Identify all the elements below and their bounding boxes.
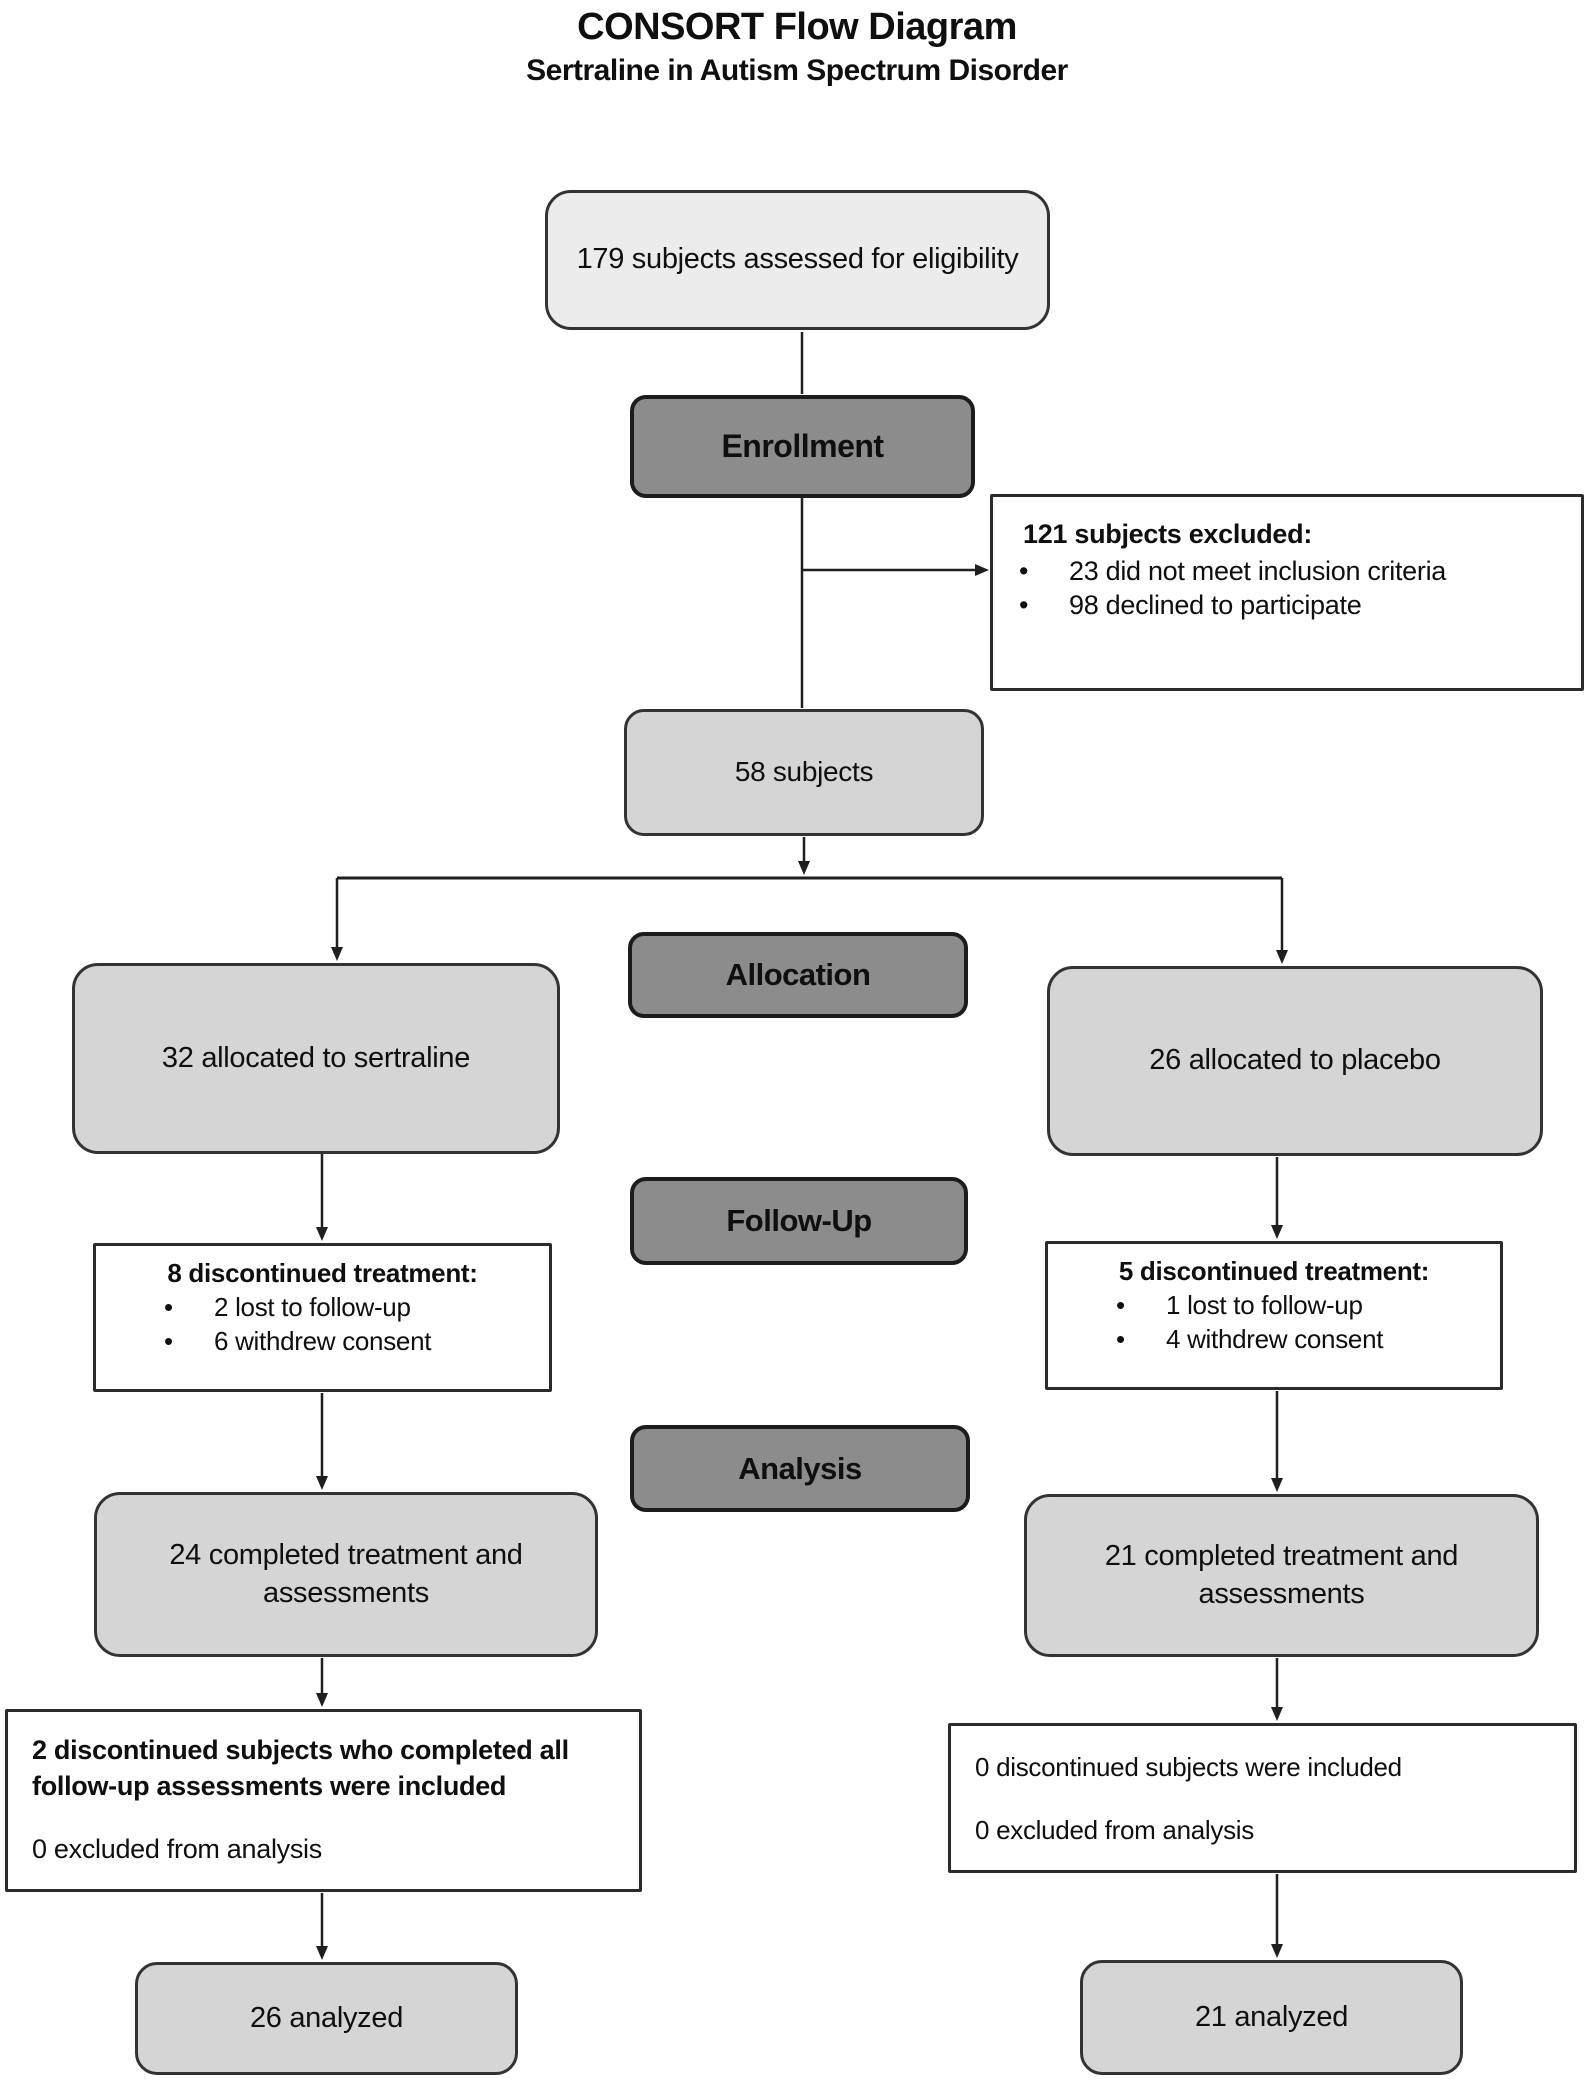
discontinued-sertraline-box: 8 discontinued treatment: • 2 lost to fo… bbox=[93, 1243, 552, 1392]
allocation-header: Allocation bbox=[628, 932, 968, 1018]
followup-label: Follow-Up bbox=[726, 1203, 872, 1238]
discontinued-sertraline-bullet-2: 6 withdrew consent bbox=[214, 1326, 432, 1356]
bullet-icon: • bbox=[1116, 1324, 1125, 1354]
analyzed-placebo-text: 21 analyzed bbox=[1194, 2000, 1349, 2033]
discontinued-placebo-bullet-2: 4 withdrew consent bbox=[1166, 1324, 1384, 1354]
included-sertraline-line1: 2 discontinued subjects who completed al… bbox=[32, 1735, 569, 1802]
diagram-subtitle: Sertraline in Autism Spectrum Disorder bbox=[526, 54, 1068, 87]
eligibility-text: 179 subjects assessed for eligibility bbox=[576, 243, 1019, 276]
discontinued-bullet-item: • 6 withdrew consent bbox=[164, 1326, 549, 1357]
discontinued-placebo-heading: 5 discontinued treatment: bbox=[1118, 1256, 1430, 1286]
allocated-placebo-box: 26 allocated to placebo bbox=[1047, 966, 1543, 1156]
included-sertraline-line2: 0 excluded from analysis bbox=[32, 1833, 322, 1864]
excluded-box: 121 subjects excluded: • 23 did not meet… bbox=[990, 494, 1584, 691]
analyzed-placebo-box: 21 analyzed bbox=[1080, 1960, 1463, 2075]
bullet-icon: • bbox=[1116, 1290, 1125, 1320]
discontinued-sertraline-bullet-1: 2 lost to follow-up bbox=[214, 1292, 411, 1322]
discontinued-sertraline-heading: 8 discontinued treatment: bbox=[167, 1258, 478, 1288]
diagram-title: CONSORT Flow Diagram bbox=[577, 6, 1017, 48]
bullet-icon: • bbox=[164, 1292, 173, 1322]
discontinued-bullet-item: • 1 lost to follow-up bbox=[1116, 1290, 1500, 1321]
bullet-icon: • bbox=[1019, 556, 1029, 586]
allocated-placebo-text: 26 allocated to placebo bbox=[1149, 1044, 1441, 1077]
followup-header: Follow-Up bbox=[630, 1177, 968, 1265]
analysis-header: Analysis bbox=[630, 1425, 970, 1512]
included-placebo-box: 0 discontinued subjects were included 0 … bbox=[948, 1723, 1577, 1873]
discontinued-bullet-item: • 2 lost to follow-up bbox=[164, 1292, 549, 1323]
enrolled-box: 58 subjects bbox=[624, 709, 984, 836]
analyzed-sertraline-text: 26 analyzed bbox=[249, 2001, 404, 2034]
included-placebo-line1: 0 discontinued subjects were included bbox=[975, 1752, 1402, 1782]
completed-placebo-text: 21 completed treatment and assessments bbox=[1104, 1539, 1459, 1610]
analyzed-sertraline-box: 26 analyzed bbox=[135, 1962, 518, 2075]
allocated-sertraline-box: 32 allocated to sertraline bbox=[72, 963, 560, 1154]
excluded-heading: 121 subjects excluded: bbox=[1023, 519, 1313, 549]
discontinued-bullet-item: • 4 withdrew consent bbox=[1116, 1324, 1500, 1355]
included-sertraline-box: 2 discontinued subjects who completed al… bbox=[5, 1709, 642, 1892]
analysis-label: Analysis bbox=[738, 1450, 862, 1486]
bullet-icon: • bbox=[164, 1326, 173, 1356]
excluded-bullet-item: • 98 declined to participate bbox=[1019, 590, 1581, 621]
enrollment-header: Enrollment bbox=[630, 395, 975, 498]
allocation-label: Allocation bbox=[725, 957, 871, 992]
discontinued-placebo-bullet-1: 1 lost to follow-up bbox=[1166, 1290, 1363, 1320]
eligibility-box: 179 subjects assessed for eligibility bbox=[545, 190, 1050, 330]
enrolled-text: 58 subjects bbox=[734, 756, 874, 788]
included-placebo-line2: 0 excluded from analysis bbox=[975, 1815, 1254, 1846]
excluded-bullet-item: • 23 did not meet inclusion criteria bbox=[1019, 556, 1581, 587]
completed-sertraline-box: 24 completed treatment and assessments bbox=[94, 1492, 598, 1657]
discontinued-placebo-box: 5 discontinued treatment: • 1 lost to fo… bbox=[1045, 1241, 1503, 1390]
allocated-sertraline-text: 32 allocated to sertraline bbox=[161, 1041, 471, 1074]
enrollment-label: Enrollment bbox=[721, 428, 884, 464]
excluded-bullet-1: 23 did not meet inclusion criteria bbox=[1069, 556, 1447, 586]
completed-placebo-box: 21 completed treatment and assessments bbox=[1024, 1494, 1539, 1657]
bullet-icon: • bbox=[1019, 590, 1029, 620]
excluded-bullet-2: 98 declined to participate bbox=[1069, 590, 1362, 620]
completed-sertraline-text: 24 completed treatment and assessments bbox=[169, 1538, 523, 1609]
